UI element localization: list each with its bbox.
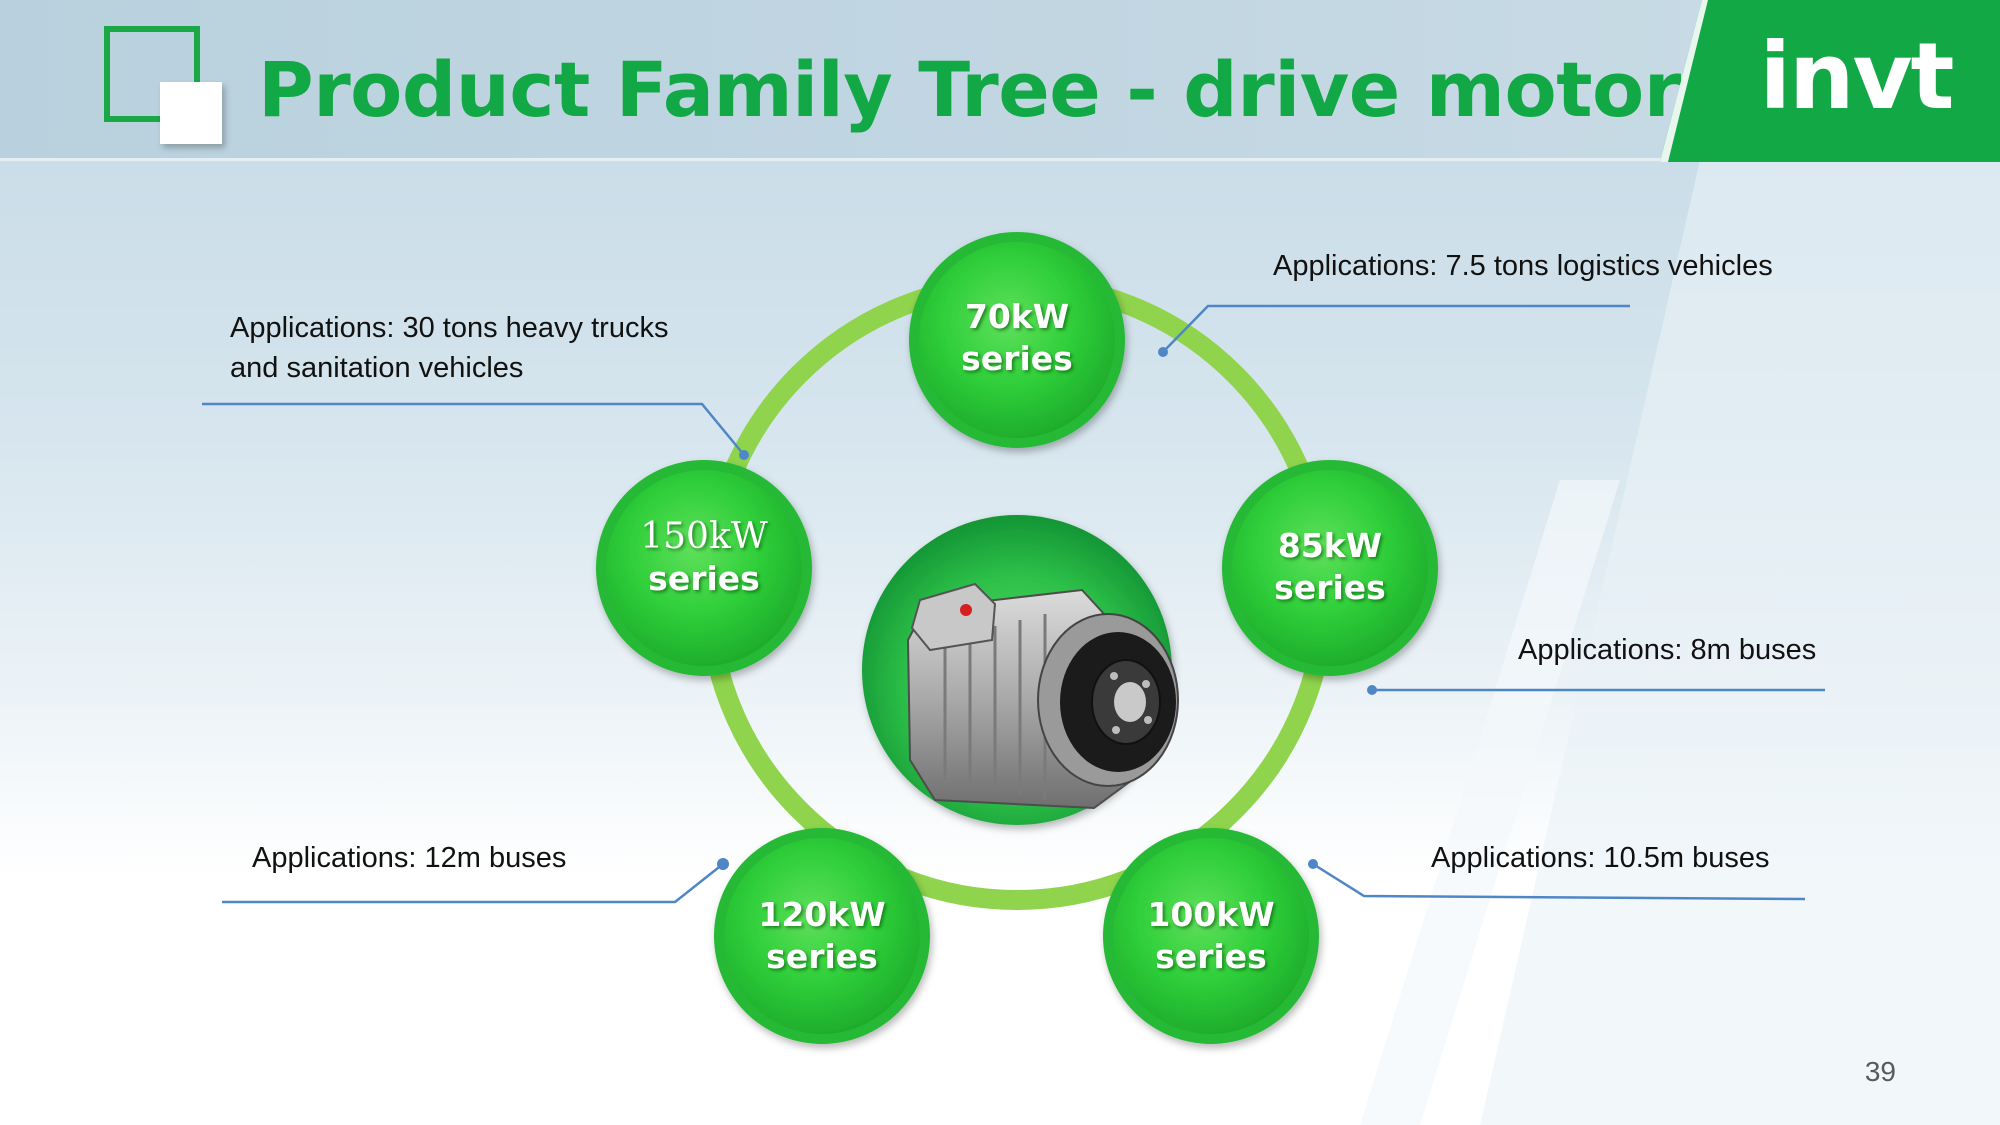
title-square-fill-icon — [160, 82, 222, 144]
callout-line-100kw — [1312, 862, 1806, 901]
application-100kw: Applications: 10.5m buses — [1431, 842, 1770, 874]
callout-line-120kw — [222, 863, 724, 904]
series-suffix: series — [1274, 568, 1386, 607]
header-band — [0, 0, 2000, 160]
series-power: 70kW — [964, 297, 1070, 336]
series-label-120kw: 120kW series — [722, 894, 922, 978]
series-power: 85kW — [1277, 526, 1383, 565]
series-suffix: series — [961, 339, 1073, 378]
logo-green-background — [1660, 0, 2000, 162]
series-power: 120kW — [758, 895, 886, 934]
header-divider — [0, 158, 1680, 161]
application-150kw-line2: and sanitation vehicles — [230, 352, 524, 384]
application-70kw: Applications: 7.5 tons logistics vehicle… — [1273, 250, 1773, 282]
drive-motor-icon — [906, 582, 1179, 810]
series-label-100kw: 100kW series — [1111, 894, 1311, 978]
series-suffix: series — [766, 937, 878, 976]
series-suffix: series — [648, 559, 760, 598]
application-120kw: Applications: 12m buses — [252, 842, 567, 874]
callout-line-150kw — [202, 402, 745, 456]
series-label-70kw: 70kW series — [917, 296, 1117, 380]
series-label-150kw: 150kW series — [604, 516, 804, 600]
series-suffix: series — [1155, 937, 1267, 976]
callout-lines — [202, 304, 1825, 904]
invt-logo: invt — [1660, 0, 2000, 162]
series-power: 100kW — [1147, 895, 1275, 934]
title-square-outline-icon — [104, 26, 200, 122]
page-number: 39 — [1864, 1056, 1896, 1087]
page-title: Product Family Tree - drive motor — [258, 45, 1681, 134]
callout-line-70kw — [1162, 304, 1630, 353]
application-150kw-line1: Applications: 30 tons heavy trucks — [230, 312, 669, 344]
series-label-85kw: 85kW series — [1230, 525, 1430, 609]
logo-text: invt — [1760, 23, 1953, 130]
series-power: 150kW — [640, 516, 768, 557]
application-85kw: Applications: 8m buses — [1518, 634, 1817, 666]
callout-dots — [717, 347, 1377, 870]
